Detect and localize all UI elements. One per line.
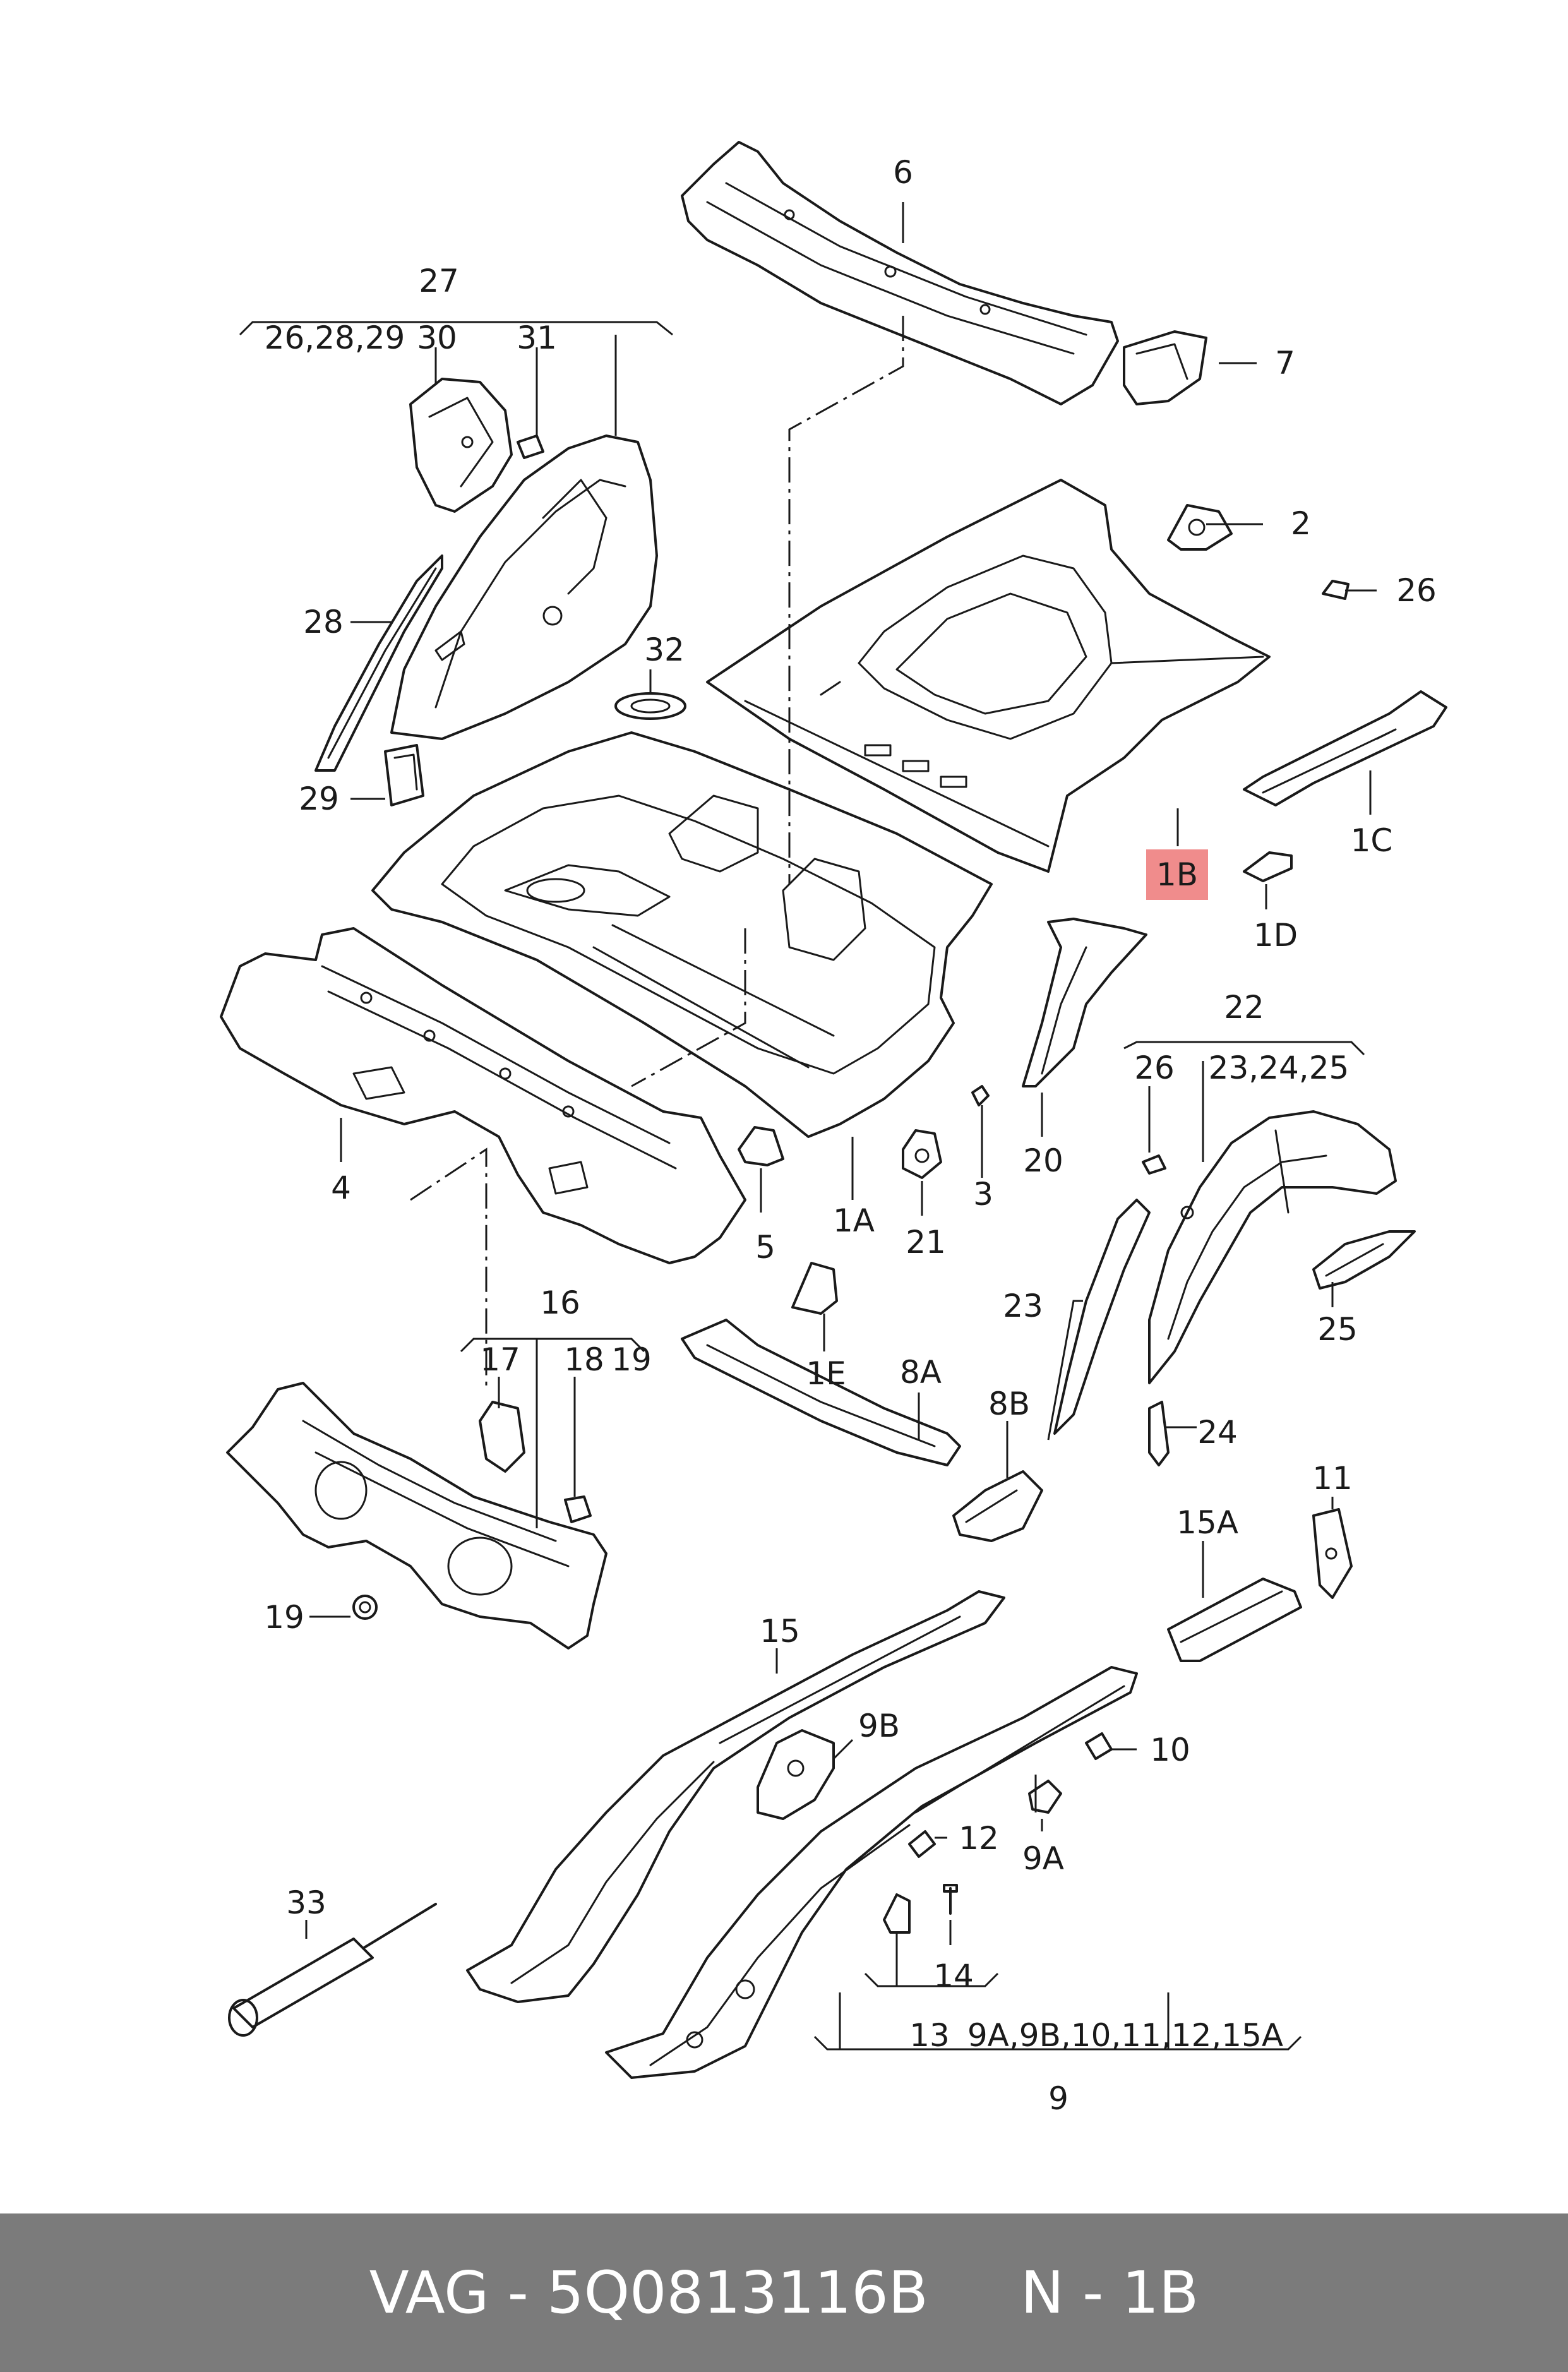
part-2-clip: [1167, 504, 1233, 551]
part-19-bolt: [352, 1595, 378, 1620]
part-labels: 6 7 27 26,28,29 30 31 2 26 28 32 29 1B 1…: [264, 154, 1437, 2117]
label-6: 6: [893, 154, 913, 191]
label-7: 7: [1275, 345, 1295, 381]
label-31: 31: [517, 320, 557, 356]
part-1E-bracket: [791, 1262, 838, 1315]
label-30: 30: [417, 320, 457, 356]
part-28-strip: [314, 554, 443, 772]
part-21-mount: [902, 1129, 942, 1179]
label-27: 27: [419, 263, 459, 299]
label-18: 18: [564, 1341, 604, 1378]
label-16: 16: [540, 1285, 580, 1321]
label-8A: 8A: [900, 1354, 942, 1391]
label-21: 21: [906, 1224, 946, 1261]
part-15-long-member: [466, 1590, 1005, 2003]
label-9: 9: [1048, 2080, 1068, 2117]
part-31-clip: [517, 434, 544, 459]
label-2: 2: [1291, 505, 1311, 542]
part-1B-rear-floor: [706, 479, 1271, 873]
label-33: 33: [286, 1884, 326, 1921]
part-30-panel: [409, 378, 513, 513]
part-33-sealant-tube: [228, 1903, 437, 2037]
part-24-bracket: [1148, 1401, 1170, 1466]
label-15: 15: [760, 1613, 800, 1650]
part-9-long-member: [605, 1666, 1138, 2079]
label-14: 14: [933, 1958, 974, 1994]
part-8B-bracket: [952, 1470, 1043, 1542]
footer-bar: VAG - 5Q0813116B N - 1B: [0, 2213, 1568, 2372]
label-26-28-29: 26,28,29: [265, 320, 405, 356]
label-3: 3: [973, 1176, 993, 1213]
label-4: 4: [331, 1170, 351, 1206]
label-26b: 26: [1134, 1050, 1175, 1086]
label-10: 10: [1150, 1732, 1190, 1768]
label-20: 20: [1023, 1142, 1063, 1179]
label-1C: 1C: [1351, 822, 1393, 859]
part-18-bracket: [564, 1495, 592, 1523]
label-17: 17: [480, 1341, 520, 1378]
part-13-bracket: [883, 1893, 911, 1934]
part-27-wheel-housing-left: [390, 434, 658, 740]
leader-lines: [239, 202, 1377, 2051]
label-32: 32: [644, 632, 685, 668]
label-5: 5: [755, 1229, 775, 1266]
label-19a: 19: [611, 1341, 652, 1378]
part-1D-bracket: [1243, 851, 1293, 882]
label-13: 13: [909, 2017, 950, 2054]
label-22: 22: [1224, 989, 1264, 1026]
label-11: 11: [1312, 1460, 1353, 1497]
part-25-cover: [1312, 1230, 1416, 1290]
label-1E: 1E: [806, 1355, 846, 1392]
part-16-cross-member: [226, 1382, 607, 1650]
label-1A: 1A: [833, 1202, 875, 1239]
footer-part-number: VAG - 5Q0813116B N - 1B: [369, 2259, 1199, 2327]
part-5-bracket: [738, 1126, 784, 1166]
label-1B: 1B: [1156, 856, 1198, 893]
label-8B: 8B: [988, 1386, 1030, 1422]
part-22-wheel-housing-right: [1148, 1110, 1397, 1384]
label-9A: 9A: [1022, 1840, 1064, 1877]
part-4-cross-member: [220, 927, 746, 1264]
part-26-clip-top: [1322, 580, 1350, 600]
highlight-box-1B: [1146, 849, 1208, 900]
label-29: 29: [299, 781, 339, 817]
part-6-cross-member: [681, 141, 1119, 405]
part-23-strip: [1053, 1199, 1151, 1435]
part-1A-floor-pan: [371, 731, 993, 1138]
part-17-bracket: [479, 1401, 525, 1473]
part-8A-sill: [681, 1319, 961, 1466]
part-26-clip-lower: [1142, 1154, 1166, 1175]
part-12-clip: [908, 1830, 936, 1858]
part-32-plug: [614, 692, 686, 720]
label-1D: 1D: [1254, 917, 1298, 954]
part-1C-rail: [1243, 690, 1447, 806]
part-7-bracket: [1123, 330, 1207, 405]
part-29-bracket: [384, 744, 424, 806]
label-28: 28: [303, 604, 344, 640]
label-9A-list: 9A,9B,10,11,12,15A: [967, 2017, 1283, 2054]
part-3-clip: [971, 1085, 990, 1106]
label-15A: 15A: [1176, 1504, 1238, 1541]
label-19b: 19: [264, 1599, 304, 1636]
label-23-24-25: 23,24,25: [1209, 1050, 1350, 1086]
label-9B: 9B: [858, 1708, 900, 1744]
label-24: 24: [1197, 1414, 1238, 1451]
part-10-clip: [1085, 1732, 1113, 1760]
part-20-pillar: [1022, 918, 1147, 1087]
label-26a: 26: [1396, 572, 1437, 609]
label-12: 12: [959, 1820, 999, 1857]
part-15A-rail: [1167, 1578, 1302, 1662]
label-23: 23: [1003, 1288, 1043, 1324]
part-9A-bracket: [1028, 1780, 1062, 1814]
part-11-plate: [1312, 1508, 1353, 1599]
label-25: 25: [1317, 1311, 1358, 1348]
part-9B-bracket: [757, 1729, 835, 1820]
part-14-bolt: [943, 1884, 958, 1915]
parts-diagram: 6 7 27 26,28,29 30 31 2 26 28 32 29 1B 1…: [220, 141, 1447, 2117]
connection-lines: [410, 316, 904, 1389]
